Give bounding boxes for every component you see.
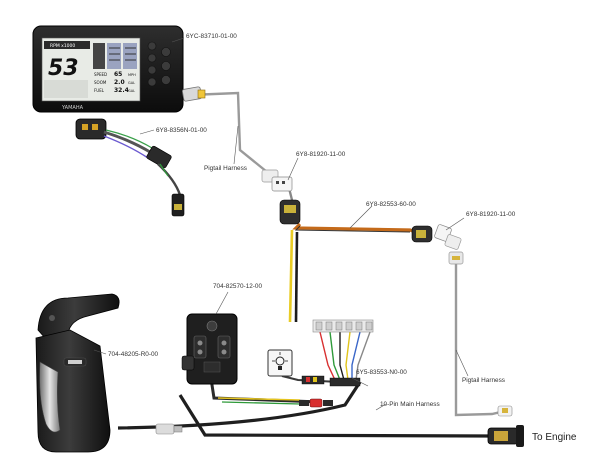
hub-connectors	[301, 319, 374, 387]
readout-unit: MPH	[128, 73, 136, 77]
remote-control-box	[35, 293, 120, 453]
inline-fuse	[299, 398, 333, 408]
connector-2	[411, 224, 464, 265]
display-button-2	[147, 53, 157, 63]
readout-name: SOOM	[94, 80, 107, 85]
hub-wire-4	[345, 331, 351, 381]
display-pigtail-connector	[182, 86, 206, 102]
svg-text:RPM x1000: RPM x1000	[50, 43, 75, 49]
pigtail-display-harness	[75, 118, 185, 217]
readout-value: 32.4	[114, 87, 129, 94]
hub-wire-6	[355, 331, 371, 381]
readout-name: SPEED	[94, 72, 107, 77]
label-main-harness: 10-Pin Main Harness	[380, 401, 440, 408]
label-pigtail-display: 6Y8-8356N-01-00	[156, 127, 207, 134]
label-switch-panel: 704-82570-12-00	[213, 283, 262, 290]
hub-wire-5	[351, 331, 361, 380]
engine-connector	[487, 405, 524, 447]
readout-value: 65	[114, 71, 122, 78]
trunk-cable-yellow	[288, 229, 294, 323]
label-pigtail-harness-1: Pigtail Harness	[204, 165, 247, 172]
label-to-engine: To Engine	[532, 432, 577, 443]
display-button-4	[147, 77, 157, 87]
display-big-number: 53	[48, 56, 79, 81]
label-connector-1: 6Y8-81920-11-00	[296, 151, 346, 158]
display-button-6	[161, 61, 171, 71]
main-harness-connector	[155, 423, 183, 435]
label-hub: 6Y5-83553-N0-00	[356, 369, 407, 376]
hub-wire-1	[319, 331, 336, 381]
main-harness-cable	[117, 381, 362, 430]
pigtail-harness-2-cable	[454, 264, 506, 417]
display-button-1	[147, 41, 157, 51]
hub-wire-3	[339, 332, 345, 381]
display-button-5	[161, 47, 171, 57]
readout-unit: GAL	[128, 89, 135, 93]
labels: 6YC-83710-01-00 6Y8-8356N-01-00 Pigtail …	[108, 33, 577, 443]
leader-lines	[93, 37, 469, 411]
display-brand: YAMAHA	[61, 105, 84, 111]
hub-wire-2	[329, 331, 341, 381]
label-extension: 6Y8-82553-60-00	[366, 201, 416, 208]
readout-unit: GAL	[128, 81, 135, 85]
connector-1	[261, 169, 301, 225]
label-display: 6YC-83710-01-00	[186, 33, 237, 40]
light-switch-cable	[281, 375, 341, 383]
label-pigtail-harness-2: Pigtail Harness	[462, 377, 505, 384]
display-button-7	[161, 75, 171, 85]
readout-value: 2.0	[114, 79, 125, 86]
display-pigtail-cable	[189, 91, 273, 177]
label-control-box: 704-48205-R0-00	[108, 351, 159, 358]
switch-panel	[181, 313, 238, 385]
trunk-cable-black	[294, 231, 299, 323]
label-connector-2: 6Y8-81920-11-00	[466, 211, 516, 218]
readout-name: FUEL	[94, 88, 105, 93]
display-button-3	[147, 65, 157, 75]
cables	[117, 91, 506, 438]
light-switch-icon	[267, 349, 293, 377]
